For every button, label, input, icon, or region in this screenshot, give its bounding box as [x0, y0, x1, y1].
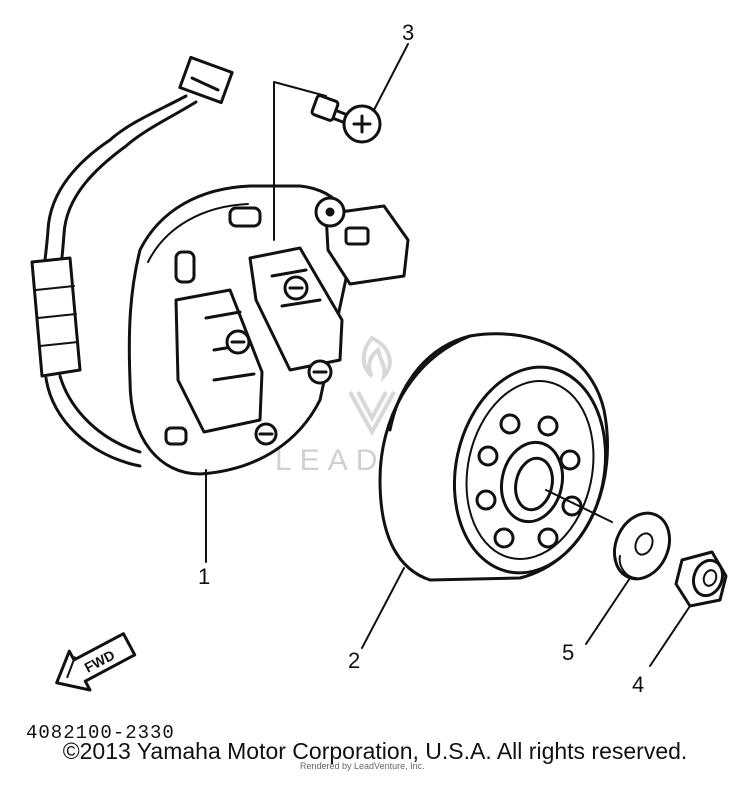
stator-assembly: [30, 55, 410, 476]
diagram-part-number: 4082100-2330: [26, 722, 175, 744]
part-3-screw: 3: [310, 20, 414, 144]
rotor-hole: [477, 445, 499, 467]
rotor-hole: [537, 527, 559, 549]
stator-coil-center: [248, 246, 344, 372]
rotor-hole: [493, 527, 515, 549]
rotor-hole: [559, 449, 581, 471]
callout-4: 4: [632, 672, 644, 697]
stator-slot: [228, 206, 262, 228]
part-2-flywheel-rotor: 2: [348, 332, 613, 673]
fwd-arrow: FWD: [55, 632, 137, 692]
rotor-hole: [499, 413, 521, 435]
fwd-arrow-icon: [55, 632, 137, 692]
stator-slot: [164, 426, 188, 446]
part-1-callout: 1: [198, 469, 210, 589]
stator-coil-left: [174, 288, 264, 434]
watermark-small-text: Rendered by LeadVenture, Inc.: [300, 761, 425, 771]
part-5-washer: 5: [562, 511, 671, 665]
watermark-v-icon: [348, 391, 396, 437]
part-4-nut: 4: [632, 550, 728, 697]
callout-3: 3: [402, 20, 414, 45]
stator-slot: [174, 250, 196, 284]
watermark-flame-icon: [361, 335, 392, 383]
callout-2: 2: [348, 648, 360, 673]
callout-5: 5: [562, 640, 574, 665]
washer: [613, 511, 671, 581]
rotor-hole: [537, 415, 559, 437]
callout-1: 1: [198, 564, 210, 589]
copyright-notice: ©2013 Yamaha Motor Corporation, U.S.A. A…: [62, 738, 688, 764]
rotor-hole: [475, 489, 497, 511]
wire-connector: [178, 55, 234, 105]
